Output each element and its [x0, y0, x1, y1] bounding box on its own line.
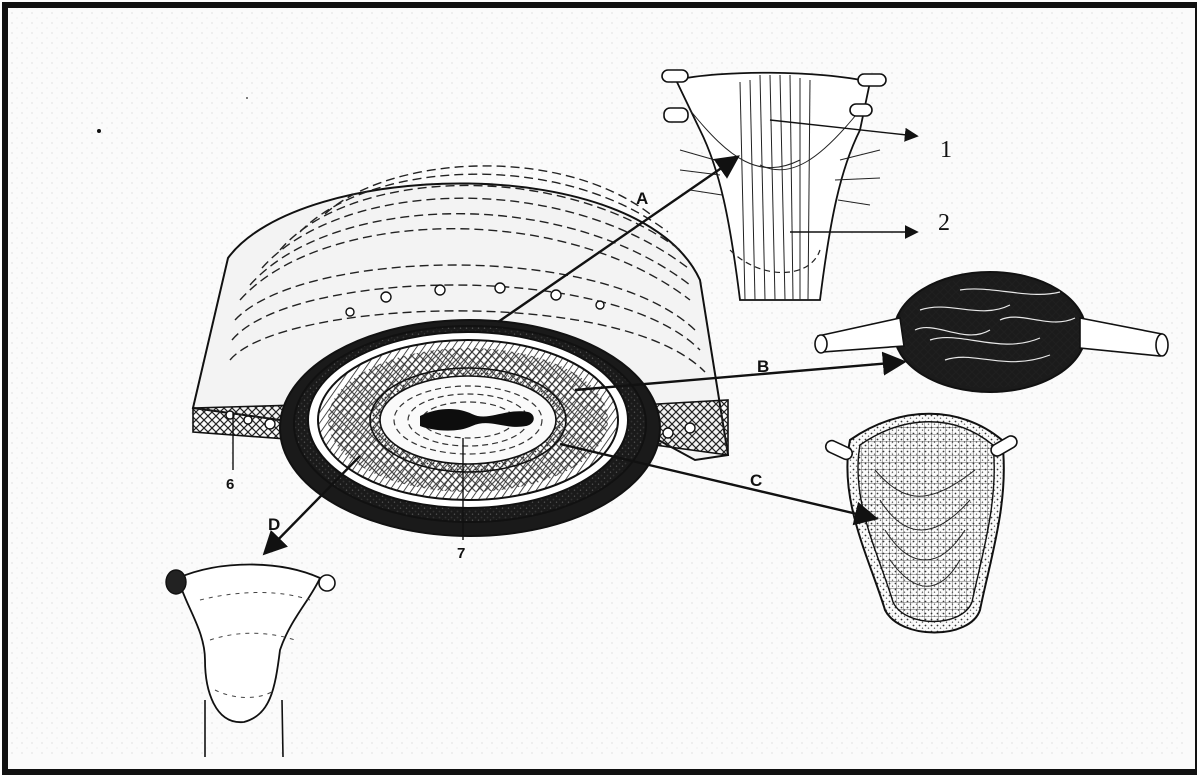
label-c: C — [750, 471, 762, 490]
label-b: B — [757, 357, 769, 376]
label-2: 2 — [938, 210, 950, 236]
label-1: 1 — [940, 137, 952, 163]
ink-speck — [97, 129, 101, 133]
label-a: A — [636, 189, 648, 208]
label-7: 7 — [457, 545, 465, 562]
label-6: 6 — [226, 476, 234, 493]
ink-speck — [246, 97, 248, 99]
label-d: D — [268, 515, 280, 534]
